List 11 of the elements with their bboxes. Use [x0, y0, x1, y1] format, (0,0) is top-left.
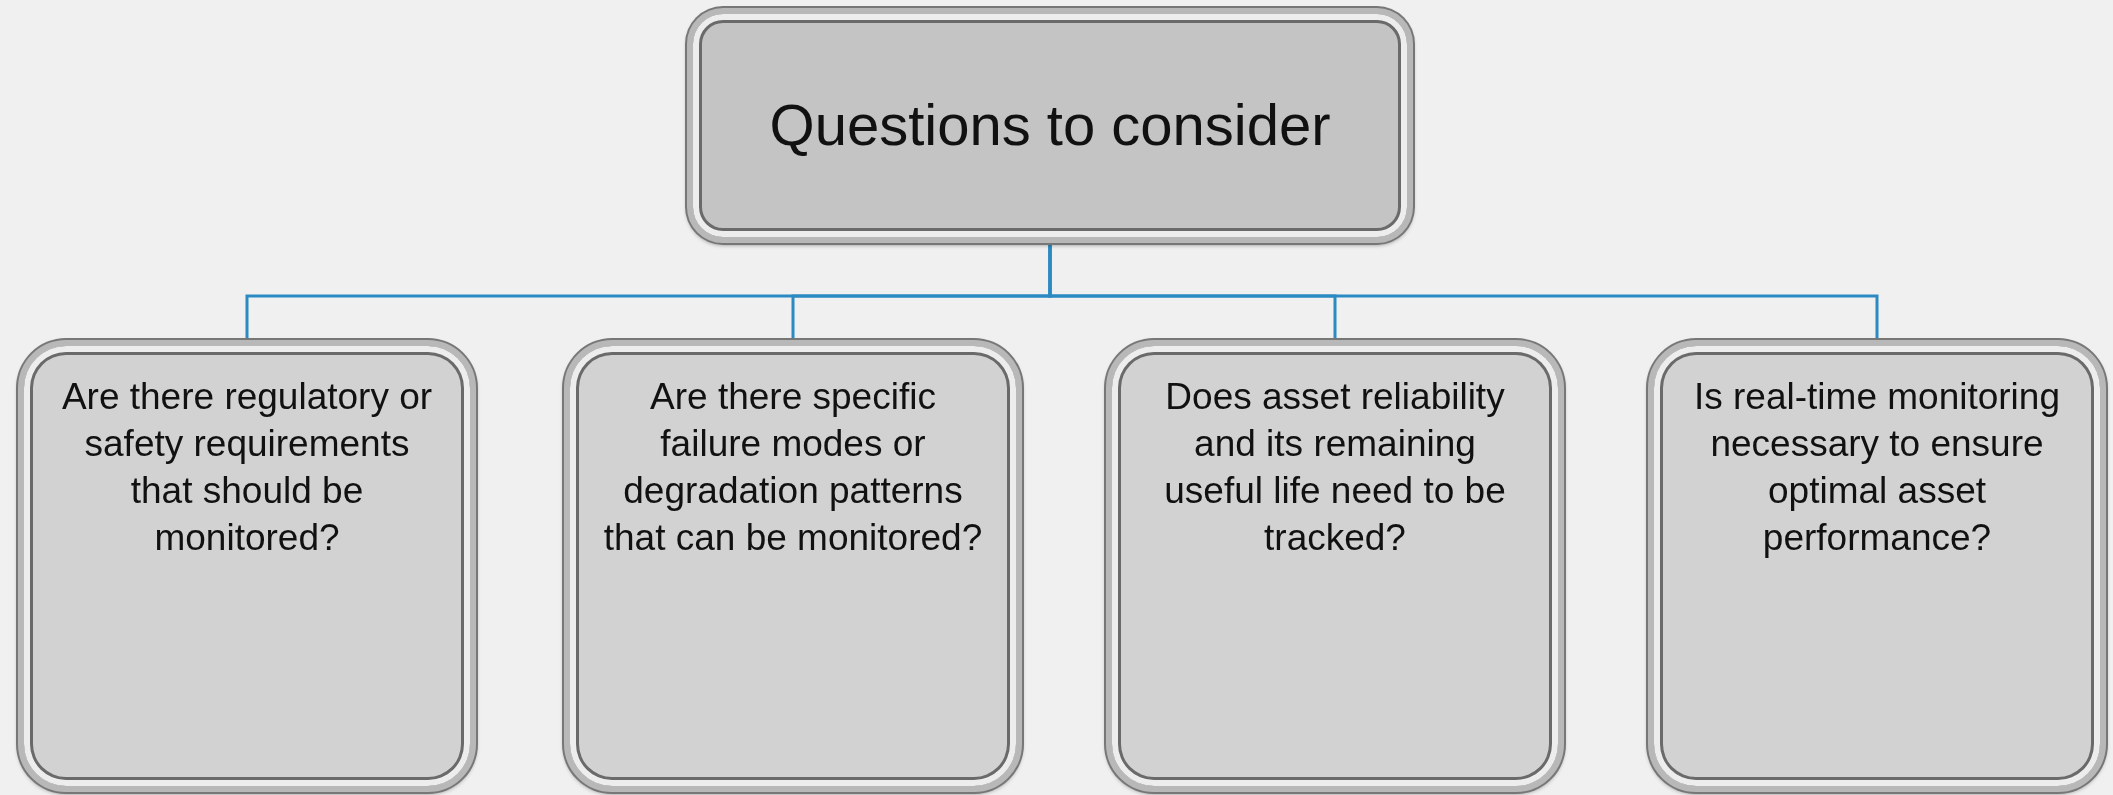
question-box: [564, 340, 1022, 792]
question-box: [687, 8, 1413, 243]
question-text: Does asset reliability and its remaining useful life need to be tracked?: [1163, 375, 1507, 560]
question-text: Are there specific failure modes or degradation patterns that can be monitored?: [602, 375, 984, 560]
question-text: Is real-time monitoring necessary to ensure optimal asset performance?: [1693, 375, 2061, 560]
question-text: Are there regulatory or safety requirements that should be monitored?: [60, 375, 434, 560]
question-box: [1648, 340, 2106, 792]
title-text: Questions to consider: [769, 92, 1331, 159]
question-box: [18, 340, 476, 792]
question-box: [1106, 340, 1564, 792]
connector-line: [1048, 245, 1879, 338]
